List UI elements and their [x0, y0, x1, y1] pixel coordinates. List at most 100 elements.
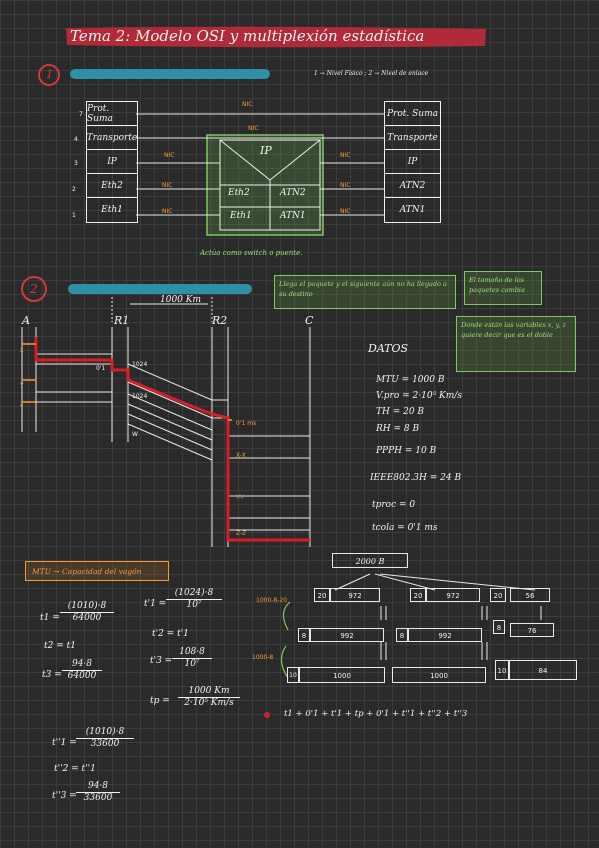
stack-layer: IP [87, 150, 137, 174]
nic-label: NIC [164, 152, 175, 159]
fragment-header: 20 [314, 588, 330, 602]
node-r2: R2 [212, 314, 228, 327]
w-label: W [132, 431, 138, 438]
fragment-header: 10 [495, 660, 509, 680]
fragment-header: 8 [396, 628, 408, 642]
title-highlight [66, 26, 486, 48]
layer-number: 4 [74, 136, 78, 143]
section1-marker [38, 64, 270, 86]
fragment-payload: 992 [408, 628, 482, 642]
layer-number: 7 [79, 111, 83, 118]
stack-layer: Transporte [87, 126, 137, 150]
fragment-payload: 56 [510, 588, 550, 602]
total-time: t1 + 0'1 + t'1 + tp + 0'1 + t''1 + t''2 … [284, 709, 468, 719]
fragment-tree [280, 573, 542, 679]
queue-label: 0'1 ms [236, 420, 257, 427]
dato-item: tcola = 0'1 ms [372, 523, 438, 533]
numerator: 94·8 [62, 659, 102, 672]
fragment-header: 20 [490, 588, 506, 602]
formula-t2: t2 = t1 [44, 641, 76, 651]
formula-lhs: t''3 = [52, 791, 77, 801]
fragment-header: 8 [298, 628, 310, 642]
yy-label: Y-Y [236, 494, 245, 501]
formula-tp2: t'2 = t'1 [152, 629, 189, 639]
numerator: 1000 Km [178, 686, 240, 699]
mark-x: x [20, 347, 24, 354]
dato-item: PPPH = 10 B [376, 446, 437, 456]
note-variables: Donde están las variables x, y, z quiere… [456, 316, 576, 372]
fragment-side-label: 1000-8-20 [256, 597, 288, 604]
layer-number: 3 [74, 160, 78, 167]
note-packet-arrival: Llega el paquete y el siguiente aún no h… [274, 275, 456, 309]
fragment-payload: 972 [426, 588, 480, 602]
formula-tp3: 108·8 10⁷ [172, 647, 212, 671]
dato-item: RH = 8 B [376, 424, 420, 434]
layer-number: 1 [72, 212, 76, 219]
right-host-stack: Prot. Suma Transporte IP ATN2 ATN1 [384, 101, 441, 223]
formula-t1: (1010)·8 64000 [60, 601, 114, 625]
formula-tpp1: (1010)·8 33600 [76, 727, 134, 751]
fragment-payload: 1000 [299, 667, 385, 683]
formula-lhs: t'1 = [144, 599, 167, 609]
nic-label: NIC [248, 125, 259, 132]
router-eth2: Eth2 [228, 188, 250, 198]
xx-label: X-X [236, 452, 246, 459]
fragment-header: 20 [410, 588, 426, 602]
stack-layer: Prot. Suma [87, 102, 137, 126]
formula-lhs: t3 = [42, 670, 62, 680]
size-label: 1024 [132, 393, 148, 400]
numerator: 94·8 [76, 781, 120, 794]
stack-layer: Transporte [385, 126, 440, 150]
mtu-note: MTU → Capacidad del vagón [25, 561, 169, 581]
fragment-payload: 992 [310, 628, 384, 642]
formula-tpp3: 94·8 33600 [76, 781, 120, 805]
stack-layer: Prot. Suma [385, 102, 440, 126]
stack-layer: ATN1 [399, 205, 426, 215]
router-caption: Actúa como switch o puente. [200, 249, 303, 257]
nic-label: NIC [162, 208, 173, 215]
bullet-icon [264, 712, 270, 718]
osi-diagram [136, 113, 384, 236]
router-atn2: ATN2 [280, 188, 306, 198]
nic-label: NIC [340, 208, 351, 215]
denominator: 2·10⁵ Km/s [184, 698, 234, 709]
fragment-payload: 76 [510, 623, 554, 637]
numerator: (1024)·8 [166, 588, 222, 601]
denominator: 33600 [90, 739, 120, 750]
mark-z: z [20, 401, 24, 408]
dato-item: IEEE802.3H = 24 B [370, 473, 462, 483]
denominator: 64000 [67, 671, 97, 682]
note-packet-size: El tamaño de los paquetes cambia [464, 271, 542, 305]
zz-label: Z-Z [236, 530, 247, 537]
section1-number: 1 [46, 68, 53, 81]
fragment-side-label: 1000-8 [252, 654, 274, 661]
denominator: 64000 [72, 613, 102, 624]
fragment-payload: 84 [509, 660, 577, 680]
fragment-header: 10 [287, 667, 299, 683]
nic-label: NIC [162, 182, 173, 189]
formula-tp1: (1024)·8 10⁷ [166, 588, 222, 612]
page-title: Tema 2: Modelo OSI y multiplexión estadí… [70, 27, 425, 45]
datos-title: DATOS [368, 342, 409, 355]
layer-number: 2 [72, 186, 76, 193]
formula-lhs: tp = [150, 696, 170, 706]
layer-legend: 1 → Nivel Físico ; 2 → Nivel de enlace [314, 70, 429, 77]
nic-label: NIC [340, 152, 351, 159]
node-a: A [22, 314, 30, 327]
router-eth1: Eth1 [230, 211, 252, 221]
root-datagram: 2000 B [332, 553, 408, 568]
stack-layer: Eth1 [101, 205, 123, 215]
distance-label: 1000 Km [160, 295, 202, 305]
dato-item: tproc = 0 [372, 500, 416, 510]
nic-label: NIC [340, 182, 351, 189]
fragment-payload: 972 [330, 588, 380, 602]
numerator: (1010)·8 [60, 601, 114, 614]
formula-lhs: t''1 = [52, 738, 77, 748]
dato-item: MTU = 1000 B [376, 375, 445, 385]
formula-lhs: t1 = [40, 613, 60, 623]
section2-marker [21, 276, 252, 302]
timing-diagram [21, 297, 311, 547]
router-atn1: ATN1 [280, 211, 306, 221]
t1-label: 0'1 [96, 365, 106, 372]
formula-tpp2: t''2 = t''1 [54, 764, 96, 774]
